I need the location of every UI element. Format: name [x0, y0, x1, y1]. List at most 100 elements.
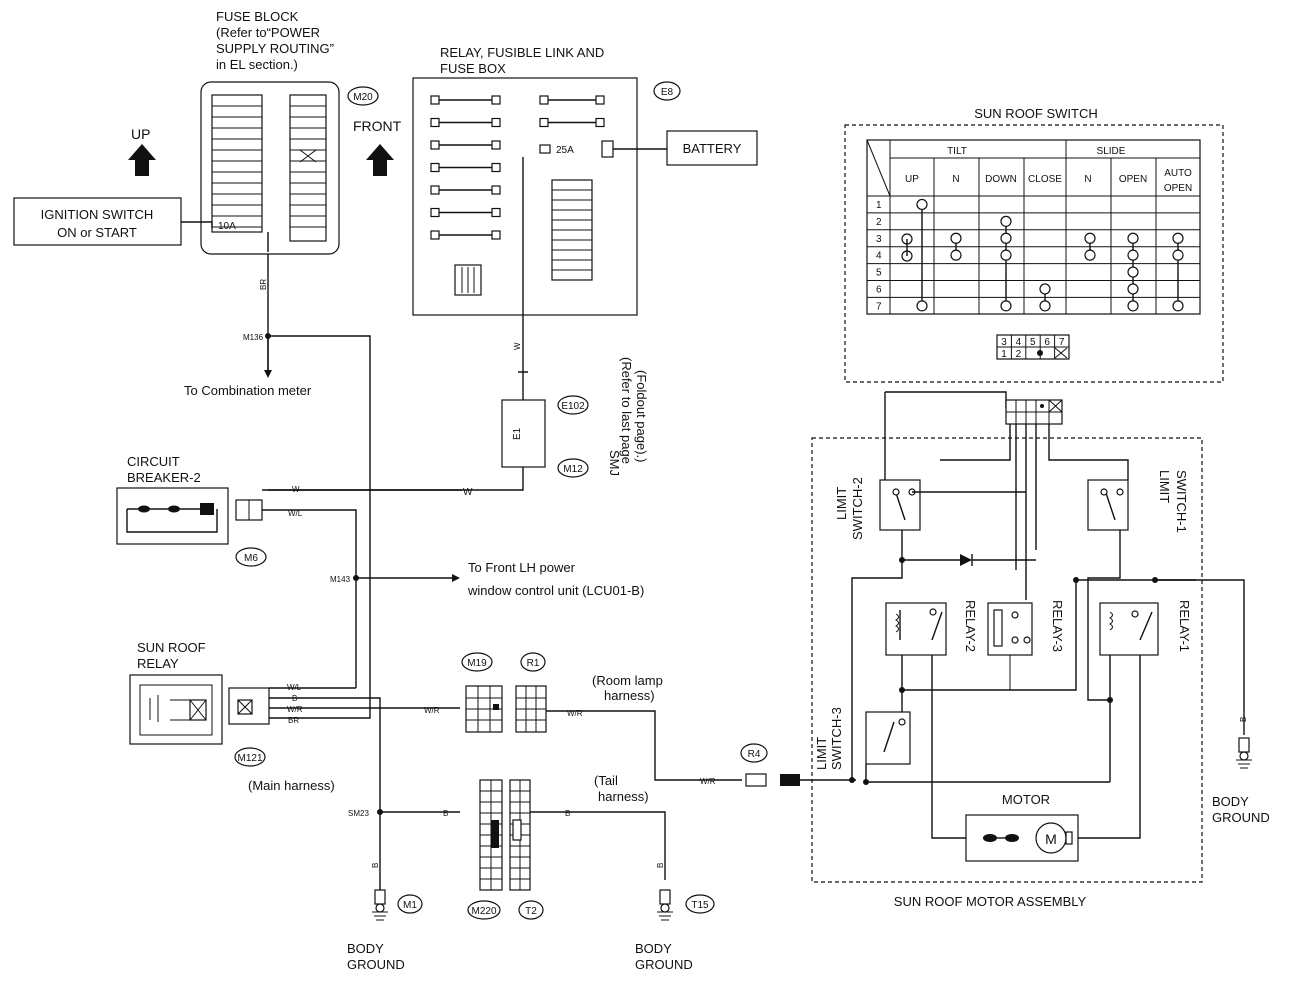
- relay-box-title: RELAY, FUSIBLE LINK AND: [440, 45, 604, 60]
- wire-b-label-6: B: [1239, 717, 1248, 722]
- relay-1-label: RELAY-1: [1177, 600, 1192, 652]
- connector-m121-label: M121: [237, 753, 262, 764]
- motor-symbol: M: [1045, 831, 1057, 847]
- fusible-link-terminal: [491, 230, 501, 240]
- connector-m6-label: M6: [244, 553, 258, 564]
- fusible-link-terminal: [430, 230, 440, 240]
- switch-group-slide: SLIDE: [1097, 146, 1126, 157]
- relay-1: [1099, 602, 1159, 656]
- smj-joint: W E1 E102 M12 SMJ (Refer to last page (F…: [268, 315, 649, 491]
- to-combination-meter: To Combination meter: [184, 383, 312, 398]
- body-ground-m1: B M1 BODY GROUND: [347, 812, 423, 972]
- motor-assembly-title: SUN ROOF MOTOR ASSEMBLY: [894, 894, 1087, 909]
- fuse-block-right-column: [289, 94, 327, 242]
- fuse-10a-label: 10A: [218, 221, 236, 232]
- switch-row-3: 3: [876, 234, 882, 245]
- switch-row-5: 5: [876, 268, 882, 279]
- switch-continuity-point: [1039, 300, 1051, 312]
- connector-pin-4: 4: [1016, 337, 1022, 348]
- switch-continuity-point: [950, 249, 962, 261]
- wire-wr-label-4: W/R: [700, 777, 716, 786]
- to-front-lh-1: To Front LH power: [468, 560, 576, 575]
- to-front-lh-2: window control unit (LCU01-B): [467, 583, 644, 598]
- wire-br-label-2: BR: [288, 716, 299, 725]
- connector-e102-label: E102: [561, 401, 585, 412]
- connector-e102: [557, 395, 589, 415]
- wire-b-label-2: B: [443, 809, 448, 818]
- connector-pin-empty: [1054, 347, 1068, 359]
- motor-assembly-frame: [811, 437, 1203, 883]
- switch-continuity-point: [1172, 232, 1184, 244]
- wire-w-label-3: W: [463, 487, 473, 498]
- connector-m1: [397, 894, 423, 914]
- front-label: FRONT: [353, 118, 402, 134]
- fuse-block-ref-3: in EL section.): [216, 57, 298, 72]
- switch-continuity-point: [1000, 232, 1012, 244]
- connector-t15: [685, 894, 715, 914]
- connector-m121: [234, 747, 266, 767]
- fuse-terminal: [539, 117, 549, 128]
- fuse-terminal: [539, 95, 549, 105]
- sun-roof-relay-box: [129, 674, 223, 745]
- room-lamp-harness-2: harness): [604, 688, 655, 703]
- connector-m12: [557, 458, 589, 478]
- connector-r4-female: [745, 773, 767, 787]
- ground-symbol-icon: [372, 911, 388, 921]
- fuse-terminal: [595, 117, 605, 128]
- m136-to-relay-wire: [268, 335, 371, 690]
- connector-m143-label: M143: [330, 575, 351, 584]
- switch-col-auto-open: OPEN: [1164, 183, 1192, 194]
- connector-m6: [235, 547, 267, 567]
- switch-continuity-point: [1084, 249, 1096, 261]
- direction-front: FRONT: [353, 118, 402, 176]
- connector-pin-filled: [1037, 350, 1043, 356]
- switch-continuity-point: [1039, 283, 1051, 295]
- switch-col-tilt-n: N: [952, 174, 959, 185]
- connector-sm23-label: SM23: [348, 809, 369, 818]
- diode-icon: [960, 554, 972, 566]
- switch-col-close: CLOSE: [1028, 174, 1062, 185]
- connector-e8-label: E8: [661, 87, 674, 98]
- circuit-breaker-2: CIRCUIT BREAKER-2 M6 W W W/L: [116, 454, 473, 688]
- fuse-block: FUSE BLOCK (Refer to“POWER SUPPLY ROUTIN…: [200, 9, 379, 255]
- switch-col-slide-n: N: [1084, 174, 1091, 185]
- front-arrow-icon: [366, 144, 394, 176]
- connector-m136-label: M136: [243, 333, 264, 342]
- up-arrow-icon: [128, 144, 156, 176]
- switch-continuity-point: [1127, 283, 1139, 295]
- switch-col-open: OPEN: [1119, 174, 1147, 185]
- sun-roof-switch-title: SUN ROOF SWITCH: [974, 106, 1098, 121]
- main-harness-label: (Main harness): [248, 778, 335, 793]
- switch-row-6: 6: [876, 285, 882, 296]
- connector-m220: [467, 900, 501, 920]
- body-ground-label-4: GROUND: [635, 957, 693, 972]
- connector-t15-label: T15: [691, 900, 709, 911]
- smj-joint-box: [501, 399, 546, 468]
- switch-col-auto: AUTO: [1164, 168, 1192, 179]
- body-ground-label-6: GROUND: [1212, 810, 1270, 825]
- limit-switch-1-label: LIMIT: [1157, 470, 1172, 503]
- circuit-breaker-box: [116, 487, 229, 545]
- body-ground-t15: B T15 BODY GROUND: [635, 863, 715, 972]
- connector-r1: [520, 652, 546, 672]
- tail-harness-2: harness): [598, 789, 649, 804]
- connector-r4-label: R4: [748, 749, 761, 760]
- switch-group-tilt: TILT: [947, 146, 967, 157]
- connector-m1-label: M1: [403, 900, 417, 911]
- smj-label: SMJ: [607, 450, 622, 476]
- fuse-25a-label: 25A: [556, 145, 574, 156]
- sun-roof-relay: SUN ROOF RELAY M121 (Main harness) W/L B…: [129, 640, 460, 812]
- switch-continuity-point: [1000, 249, 1012, 261]
- tail-harness-1: (Tail: [594, 773, 618, 788]
- connector-t2-label: T2: [525, 906, 537, 917]
- up-label: UP: [131, 126, 150, 142]
- connector-m19-label: M19: [467, 658, 487, 669]
- fusible-link-terminal: [491, 162, 501, 173]
- arrow-down-icon: [264, 370, 272, 378]
- fusible-link-terminal: [430, 207, 440, 218]
- connector-e1-label: E1: [512, 427, 523, 440]
- connector-r1-label: R1: [527, 658, 540, 669]
- wire-w-label-2: W: [292, 485, 300, 494]
